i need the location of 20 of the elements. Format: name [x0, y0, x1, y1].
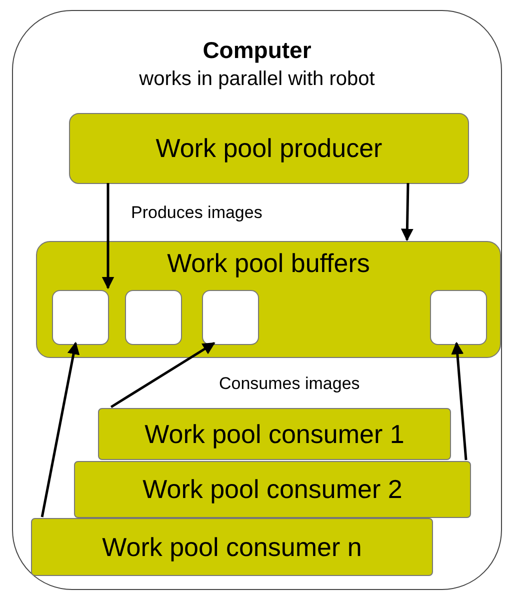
- node-title: Work pool buffers: [167, 248, 370, 279]
- process-box: Work pool consumer 1: [98, 408, 451, 460]
- buffer-slot: [52, 290, 109, 345]
- arrow: [400, 182, 414, 242]
- node-title: Computer: [202, 37, 312, 64]
- process-box: Work pool producer: [69, 113, 469, 184]
- computer-panel: [12, 10, 502, 590]
- buffer-slot: [430, 290, 487, 345]
- annotation-text: Consumes images: [219, 374, 360, 394]
- arrow: [110, 342, 216, 408]
- arrow: [451, 342, 468, 460]
- node-subtitle: works in parallel with robot: [139, 68, 375, 91]
- buffer-slot: [125, 290, 182, 345]
- arrow: [40, 342, 80, 518]
- buffer-panel: [36, 241, 501, 358]
- arrow: [102, 183, 114, 290]
- process-box: Work pool consumer 2: [74, 461, 471, 518]
- buffer-slot: [202, 290, 259, 345]
- annotation-text: Produces images: [131, 203, 262, 223]
- process-box: Work pool consumer n: [31, 518, 433, 576]
